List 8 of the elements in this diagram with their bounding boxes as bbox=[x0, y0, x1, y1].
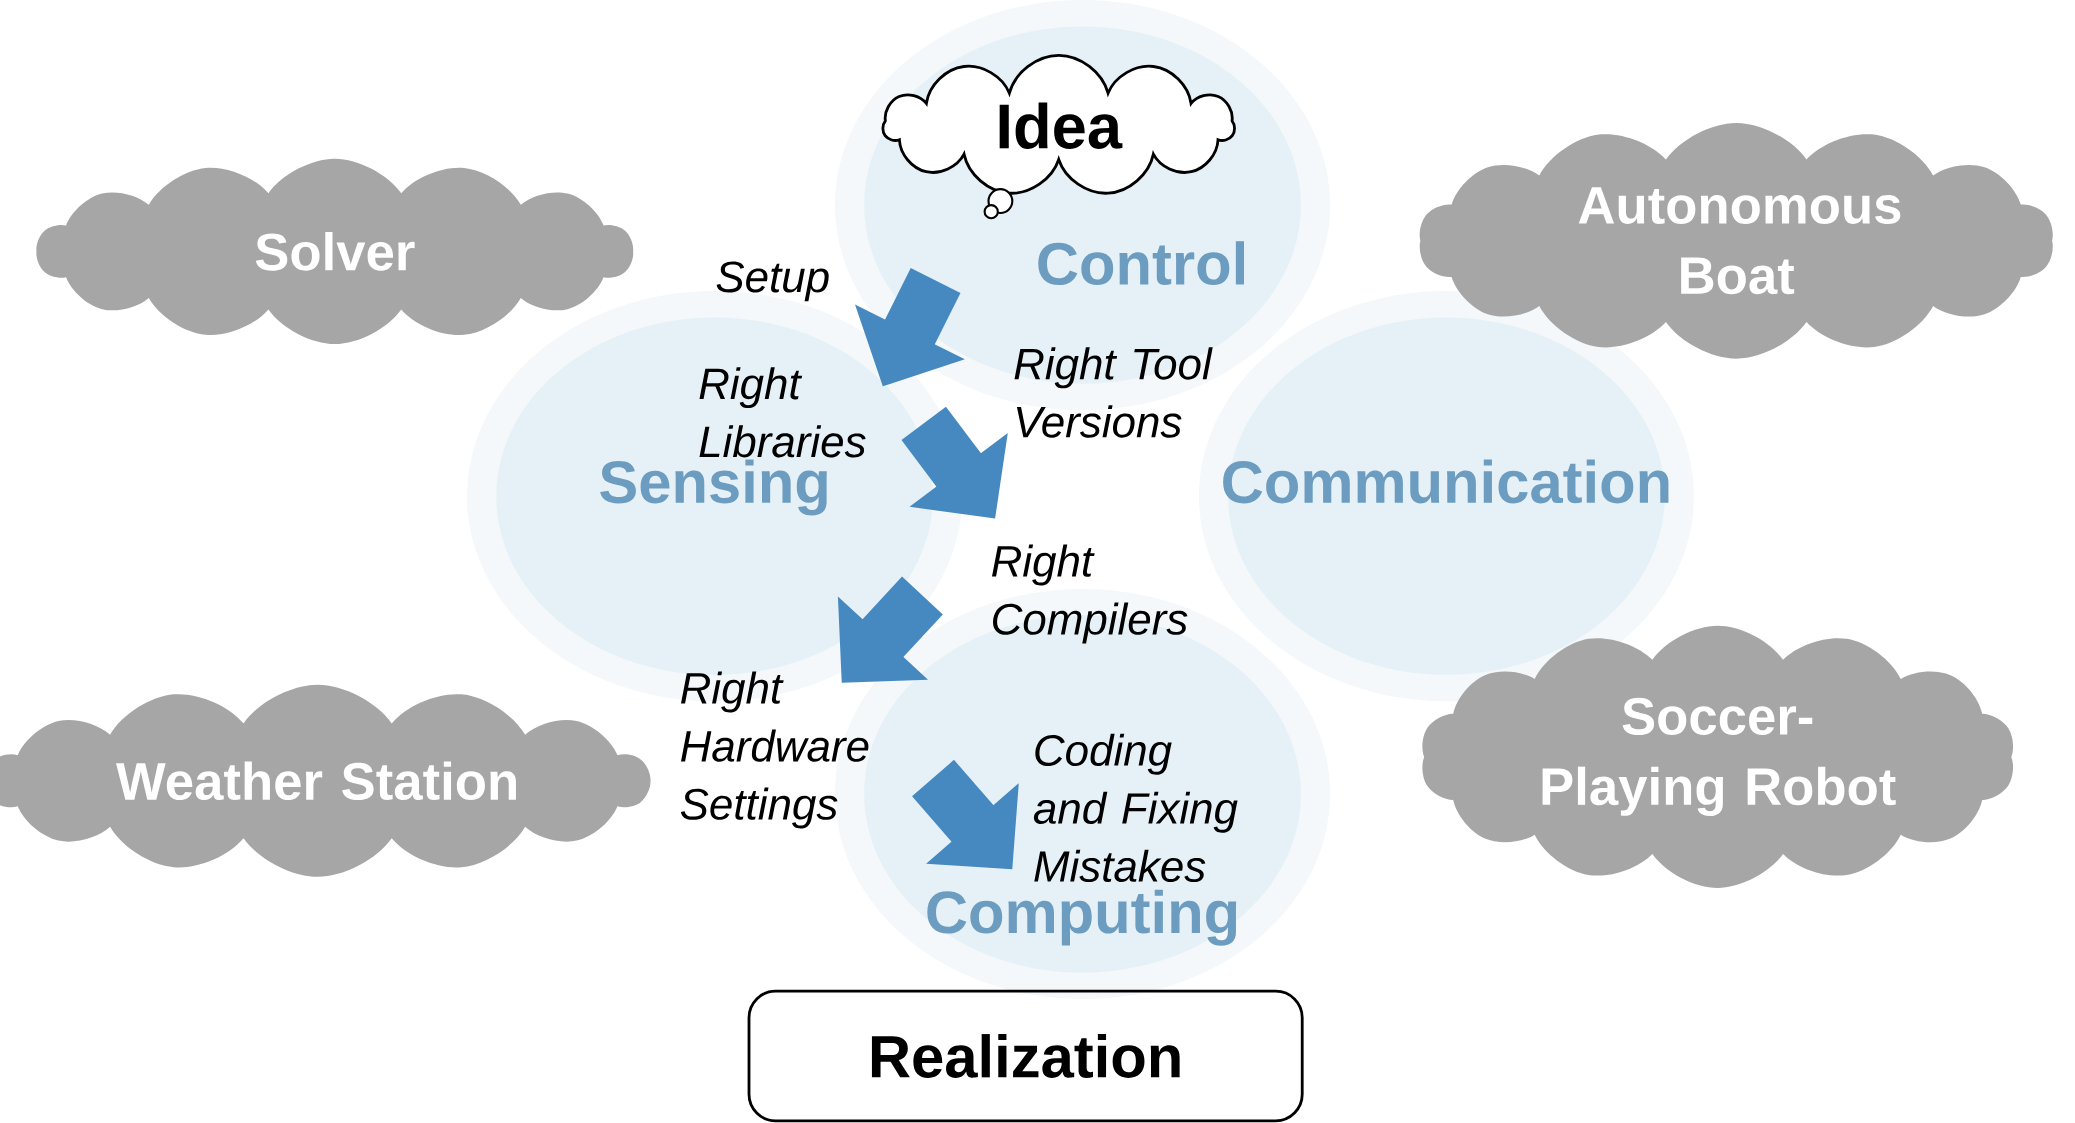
step-label: Right Libraries bbox=[699, 366, 866, 458]
realization-box: Realization bbox=[747, 989, 1304, 1122]
step-label: Setup bbox=[716, 261, 829, 301]
step-label: Right Hardware Settings bbox=[680, 671, 869, 829]
step-label: Right Compilers bbox=[992, 544, 1188, 644]
block-arrow bbox=[912, 759, 1019, 869]
step-label: Coding and Fixing Mistakes bbox=[1033, 733, 1238, 882]
thought-cloud: Idea bbox=[881, 53, 1236, 220]
